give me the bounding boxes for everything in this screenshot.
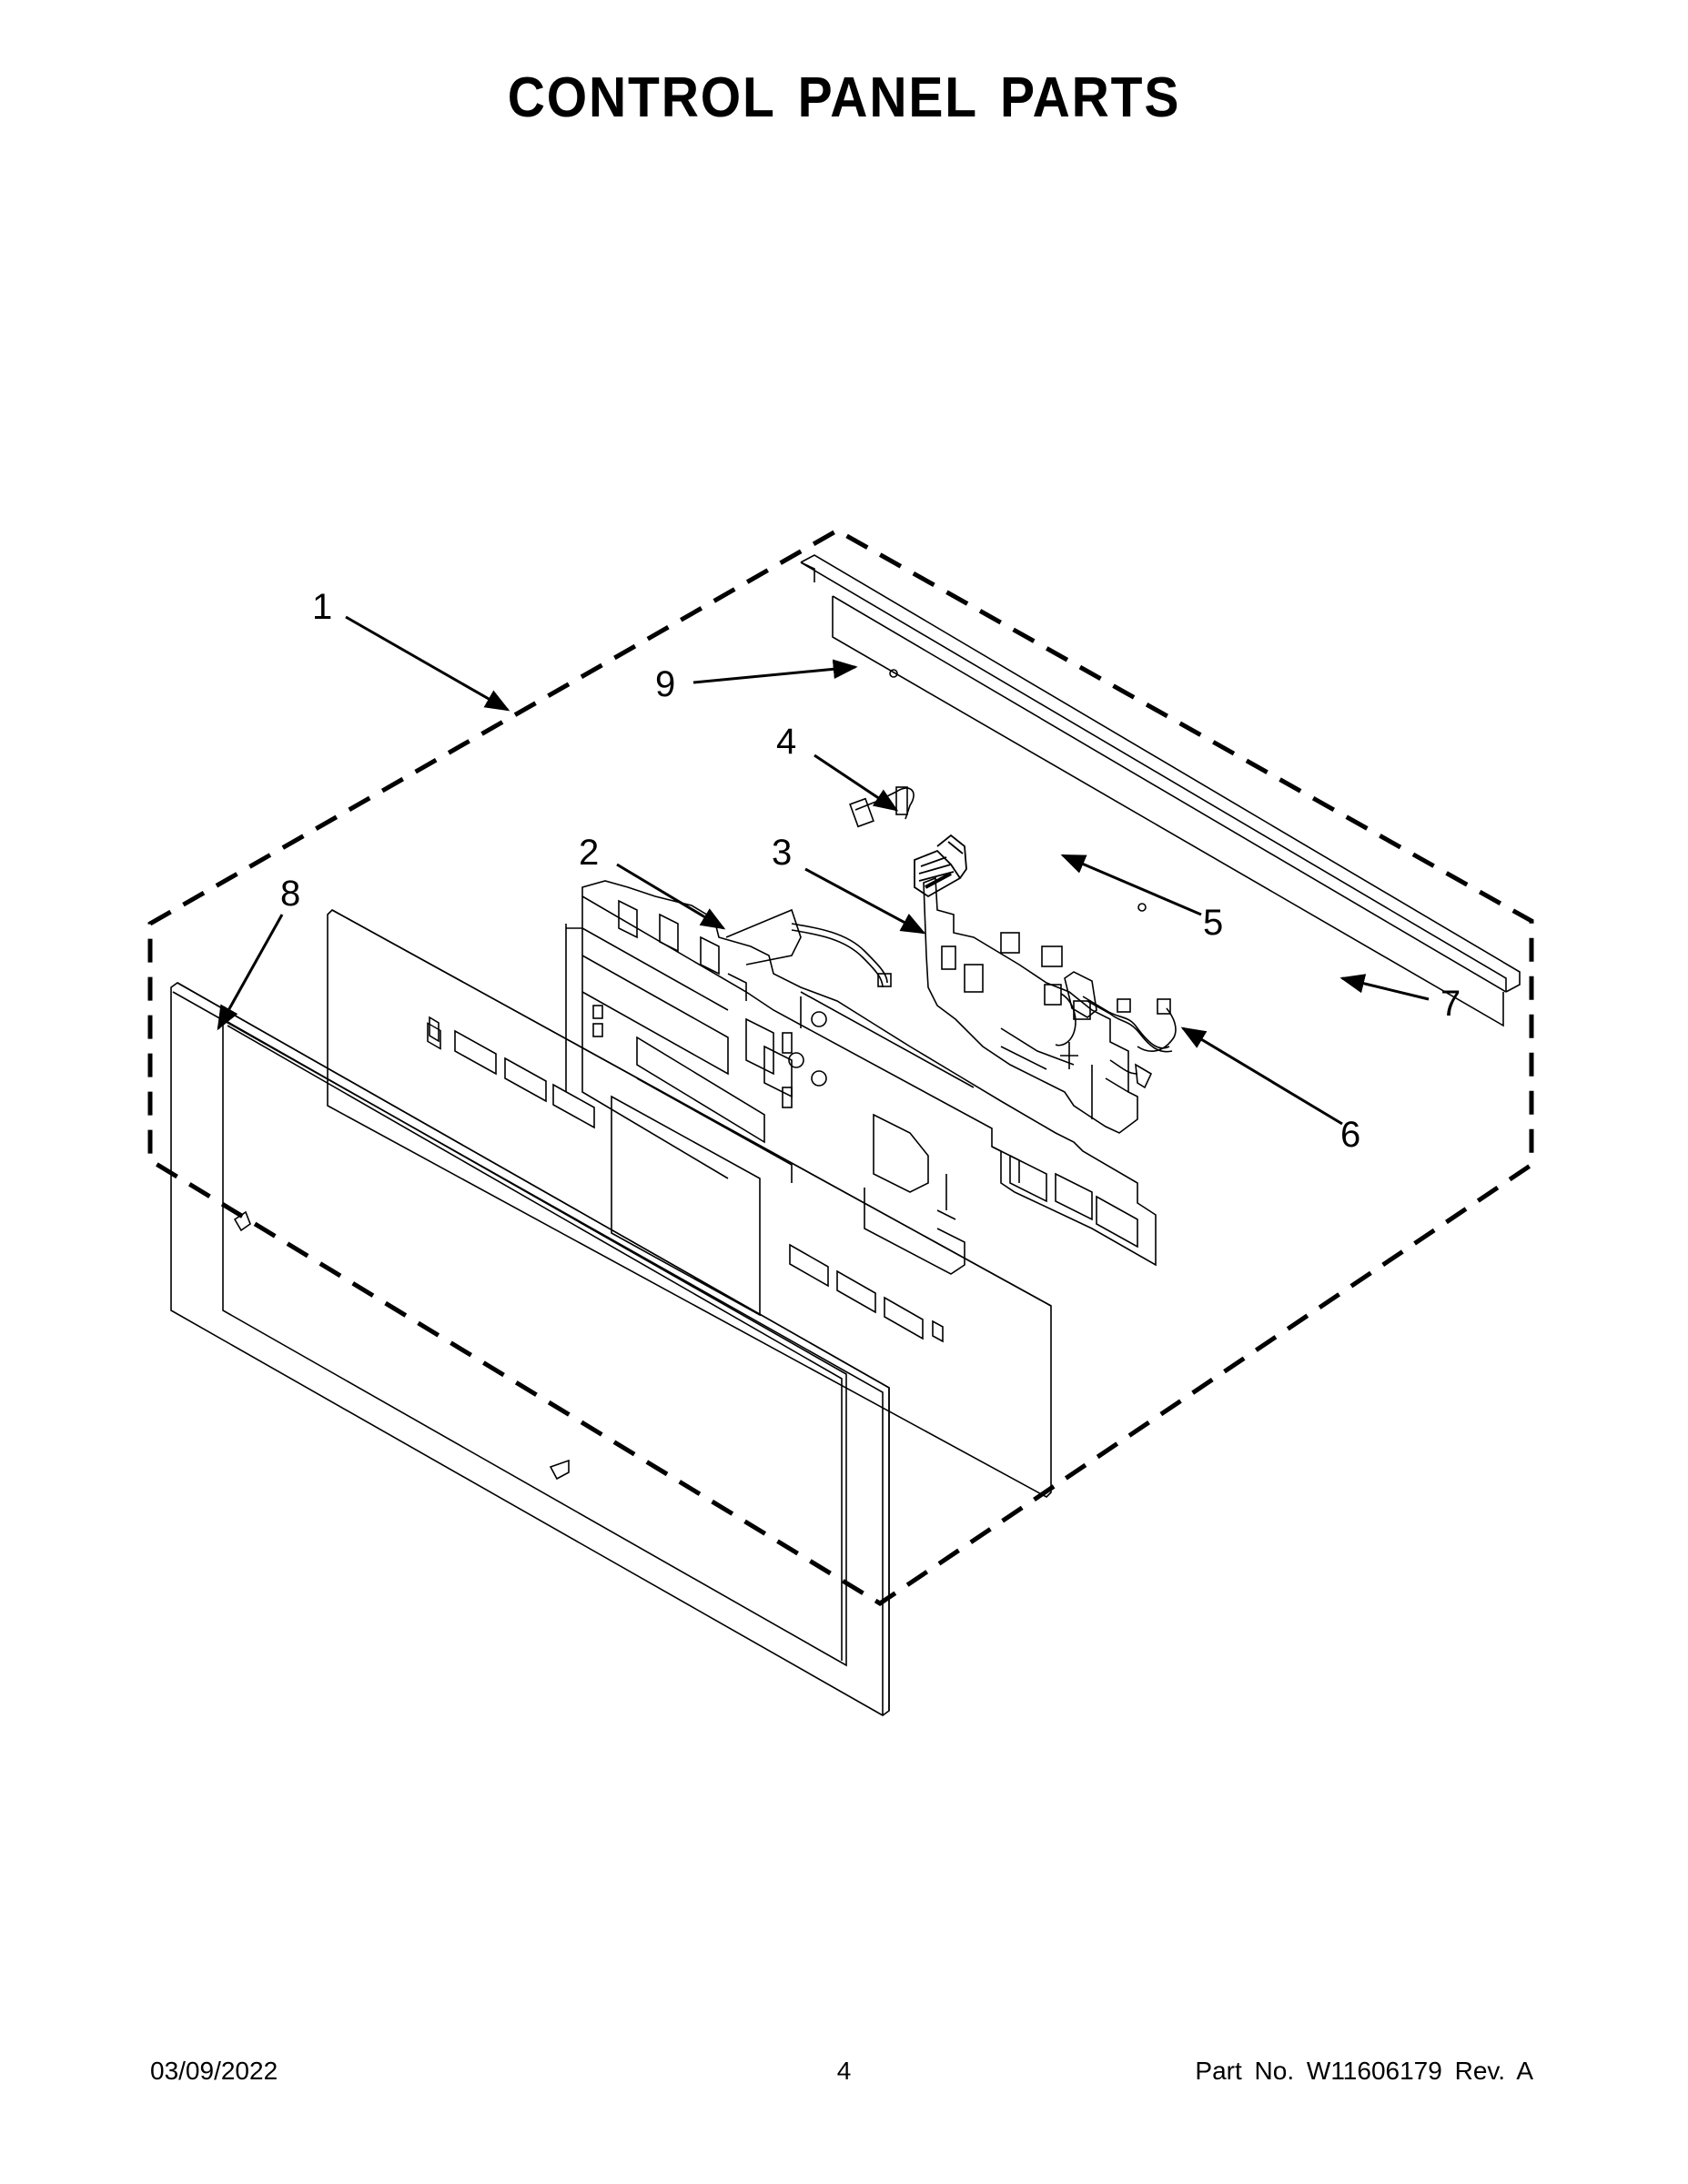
arrow-8	[217, 914, 284, 1031]
callout-1: 1	[312, 587, 332, 627]
arrow-1	[345, 615, 510, 712]
leader-arrows	[217, 615, 1430, 1126]
arrow-7	[1339, 974, 1430, 1001]
arrow-4	[814, 753, 899, 812]
part-4-wire-harness[interactable]	[849, 786, 915, 828]
part-9-bracket[interactable]	[800, 554, 1521, 1027]
part-3-control-board[interactable]	[923, 876, 1138, 1134]
callout-4: 4	[776, 722, 796, 762]
arrow-9	[692, 659, 858, 684]
arrow-6	[1180, 1026, 1343, 1126]
callout-9: 9	[655, 664, 675, 704]
arrow-5	[1060, 854, 1202, 916]
page-title: CONTROL PANEL PARTS	[507, 66, 1181, 129]
part-7-wire-harness[interactable]	[1064, 971, 1177, 1053]
part-6-wire-harness[interactable]	[1044, 984, 1153, 1089]
footer-page-number: 4	[836, 2057, 852, 2085]
arrow-2	[616, 863, 726, 930]
callout-7: 7	[1440, 984, 1461, 1024]
part-2-ui-board[interactable]	[565, 880, 1157, 1275]
callout-3: 3	[772, 833, 792, 873]
arrow-3	[804, 867, 926, 935]
footer-part-number: Part No. W11606179 Rev. A	[1195, 2057, 1533, 2085]
callout-8: 8	[280, 874, 300, 914]
callout-labels: 1 2 3 4 5 6 7 8 9	[280, 587, 1461, 1155]
callout-6: 6	[1340, 1115, 1360, 1155]
footer-date: 03/09/2022	[150, 2057, 278, 2085]
part-8-bezel[interactable]	[170, 982, 890, 1716]
screw-axis-line	[925, 872, 952, 889]
callout-2: 2	[579, 833, 599, 873]
part-5-screw[interactable]	[914, 834, 967, 898]
assembly-boundary	[147, 528, 1534, 1606]
control-panel-glass	[327, 909, 1052, 1498]
callout-5: 5	[1203, 903, 1223, 943]
